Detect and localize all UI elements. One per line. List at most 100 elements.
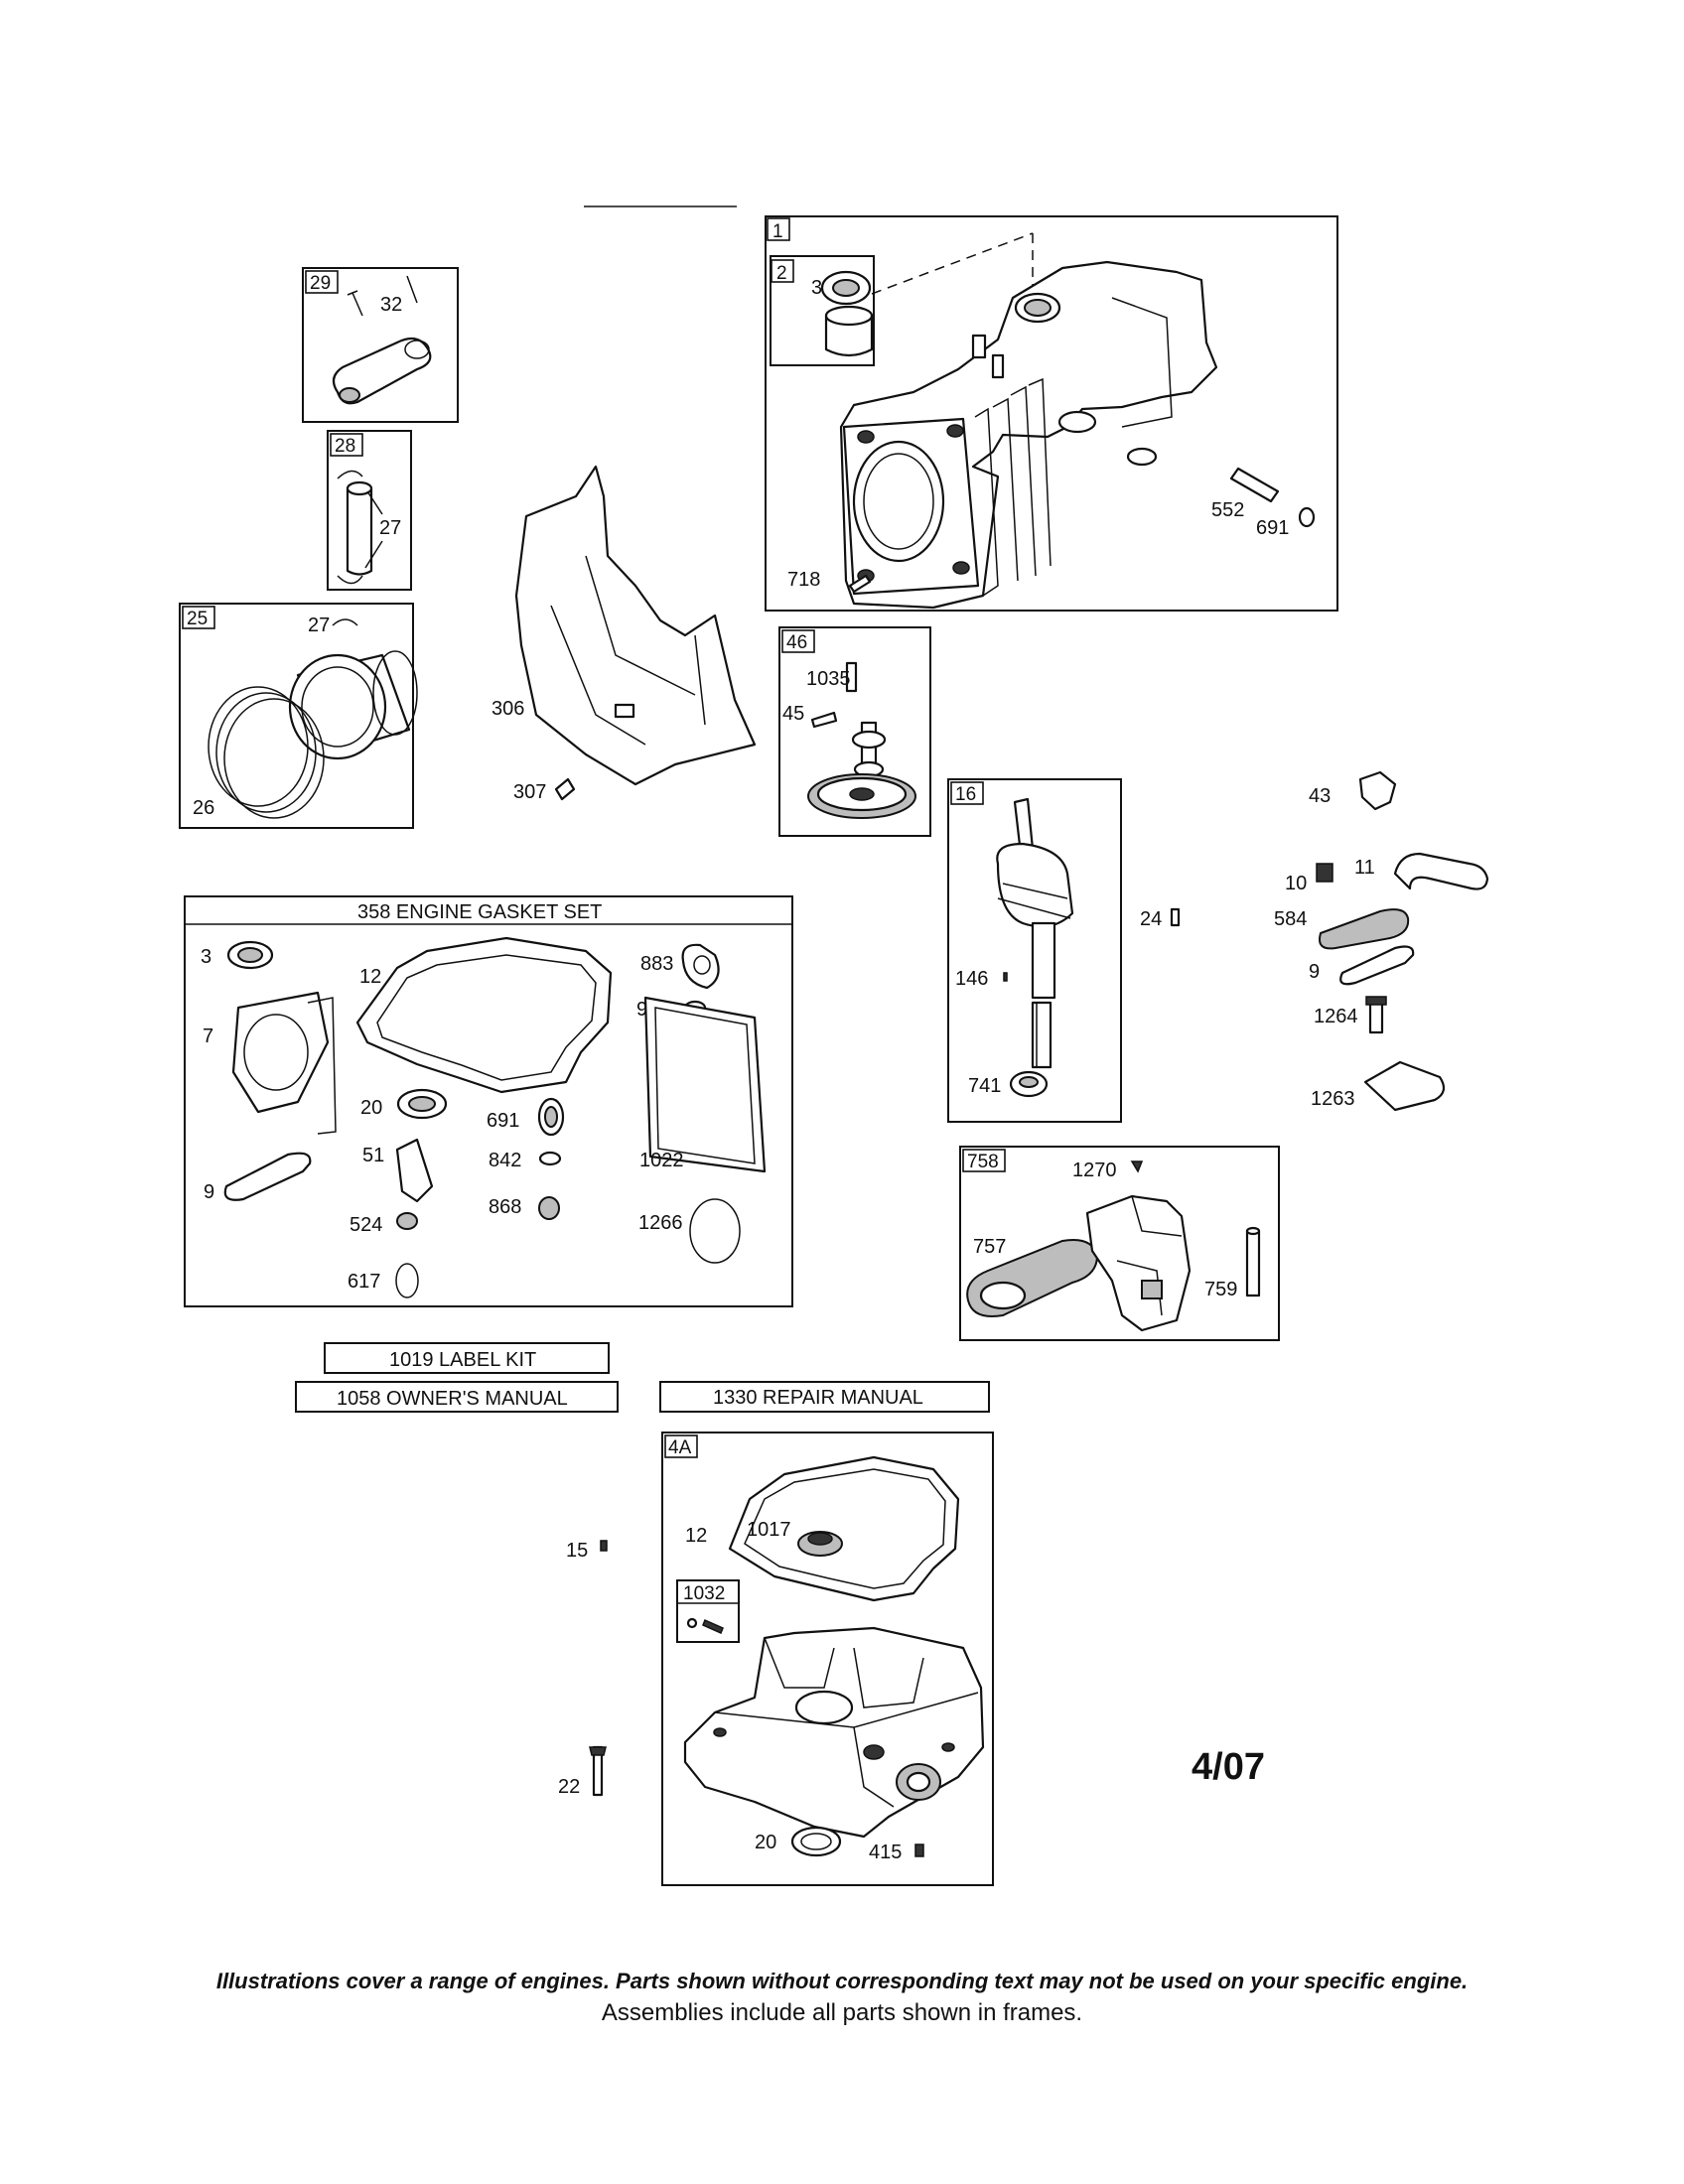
- bushing-icon: [824, 316, 874, 357]
- label-12-sump: 12: [685, 1525, 707, 1547]
- spring-pin-icon: [845, 661, 858, 693]
- air-guide-icon: [514, 465, 757, 786]
- footer-note-line-2: Assemblies include all parts shown in fr…: [602, 1999, 1082, 2026]
- seal-524-icon: [396, 1212, 418, 1230]
- spring-icon: [702, 1618, 724, 1635]
- sump-icon: [683, 1626, 985, 1839]
- cylinder-block-icon: [839, 260, 1218, 610]
- label-20-sump: 20: [755, 1832, 776, 1853]
- o-ring-1266-icon: [689, 1198, 741, 1264]
- gasket-51-icon: [395, 1138, 434, 1203]
- gasket-label-842: 842: [489, 1150, 521, 1171]
- label-27-pin: 27: [379, 517, 401, 539]
- breather-gasket-icon: [1339, 945, 1415, 986]
- gasket-label-12: 12: [359, 966, 381, 988]
- label-26: 26: [193, 797, 214, 819]
- connecting-rod-icon: [332, 337, 432, 405]
- owners-manual-title: 1058 OWNER'S MANUAL: [337, 1388, 568, 1410]
- o-ring-617-icon: [395, 1263, 419, 1298]
- seal-868-icon: [538, 1196, 560, 1220]
- dowel-24-icon: [1170, 907, 1181, 927]
- head-gasket-icon: [231, 991, 330, 1114]
- breather-cover-icon: [1319, 908, 1410, 950]
- gasket-883-icon: [681, 943, 720, 990]
- breather-tube-icon: [1393, 852, 1489, 890]
- valve-cover-gasket-icon: [643, 996, 767, 1173]
- gasket-label-1022: 1022: [639, 1150, 684, 1171]
- frame-tag-29: 29: [310, 273, 331, 294]
- governor-assembly-icon: [1085, 1194, 1192, 1332]
- frame-tag-25: 25: [187, 609, 208, 629]
- gasket-set-title: 358 ENGINE GASKET SET: [357, 901, 602, 923]
- frame-758: 758 1270 757 759: [959, 1146, 1280, 1341]
- label-552: 552: [1211, 499, 1244, 521]
- right-side-parts: 43 10 11 584 9 1264 1263: [1274, 770, 1489, 1112]
- label-11: 11: [1354, 857, 1375, 879]
- breather-valve-icon: [1358, 770, 1397, 811]
- gasket-label-1266: 1266: [638, 1212, 683, 1234]
- frame-tag-46: 46: [786, 632, 807, 653]
- frame-tag-16: 16: [955, 784, 976, 805]
- label-307: 307: [513, 781, 546, 803]
- deflector-icon: [1363, 1060, 1446, 1112]
- label-1017: 1017: [747, 1519, 791, 1541]
- label-741: 741: [968, 1075, 1001, 1097]
- frame-tag-2: 2: [776, 263, 787, 284]
- kit-boxes: 1019 LABEL KIT 1058 OWNER'S MANUAL 1330 …: [295, 1342, 990, 1413]
- retainer-ring-icon: [332, 618, 358, 626]
- label-24: 24: [1140, 908, 1162, 930]
- sump-gasket-icon: [355, 936, 613, 1094]
- frame-tag-1: 1: [772, 221, 783, 242]
- gasket-label-691: 691: [487, 1110, 519, 1132]
- label-584: 584: [1274, 908, 1307, 930]
- gasket-label-20: 20: [360, 1097, 382, 1119]
- frame-25-piston: 25 27 26: [179, 603, 418, 829]
- label-27-piston: 27: [308, 614, 330, 636]
- gasket-label-7: 7: [203, 1025, 213, 1047]
- label-15: 15: [566, 1540, 588, 1562]
- frame-tag-4a: 4A: [668, 1437, 692, 1458]
- gasket-label-3: 3: [201, 946, 211, 968]
- gasket-label-883: 883: [640, 953, 673, 975]
- label-10: 10: [1285, 873, 1307, 894]
- gasket-label-617: 617: [348, 1271, 380, 1293]
- label-9-right: 9: [1309, 961, 1320, 983]
- sump-gasket-12-icon: [728, 1455, 960, 1602]
- rod-bolt-icon-2: [406, 275, 418, 304]
- plug-15-icon: [600, 1540, 608, 1552]
- frame-358-gasket-set: 358 ENGINE GASKET SET 3 12 883 943 7 20 …: [184, 895, 793, 1307]
- rod-bolt-icon: [347, 290, 363, 317]
- piston-pin-icon: [346, 486, 373, 576]
- gasket-label-524: 524: [350, 1214, 382, 1236]
- label-146: 146: [955, 968, 988, 990]
- label-691: 691: [1256, 517, 1289, 539]
- label-43: 43: [1309, 785, 1331, 807]
- label-757: 757: [973, 1236, 1006, 1258]
- ball-icon: [686, 1617, 698, 1629]
- frame-tag-758: 758: [967, 1152, 999, 1172]
- frame-16-crankshaft: 16 146 741: [947, 778, 1122, 1123]
- seal-20-sump-icon: [790, 1826, 842, 1857]
- gasket-9-icon: [223, 1152, 312, 1201]
- gasket-label-868: 868: [489, 1196, 521, 1218]
- frame-4a-sump: 4A 12 1017 1032 20 415: [661, 1432, 994, 1886]
- gasket-label-9: 9: [204, 1181, 214, 1203]
- label-1270: 1270: [1072, 1160, 1117, 1181]
- frame-1-cylinder: 1 2 3: [765, 215, 1338, 612]
- label-32: 32: [380, 294, 402, 316]
- frame-46-camshaft: 46 1035 45: [778, 626, 931, 837]
- bolt-1264-icon: [1368, 1001, 1384, 1034]
- repair-manual-title: 1330 REPAIR MANUAL: [713, 1387, 923, 1409]
- key-icon: [1003, 972, 1008, 982]
- piston-ring-icon: [208, 686, 309, 807]
- label-1264: 1264: [1314, 1006, 1358, 1027]
- frame-28-piston-pin: 28 27: [327, 430, 412, 591]
- frame-tag-28: 28: [335, 436, 355, 457]
- air-guide-group: 306 307: [491, 465, 757, 803]
- revision-date: 4/07: [1192, 1746, 1265, 1788]
- label-3: 3: [811, 277, 822, 299]
- footer-note-line-1: Illustrations cover a range of engines. …: [216, 1969, 1468, 1993]
- label-kit-title: 1019 LABEL KIT: [389, 1349, 536, 1371]
- bolt-icon: [554, 777, 576, 801]
- gasket-label-51: 51: [362, 1145, 384, 1166]
